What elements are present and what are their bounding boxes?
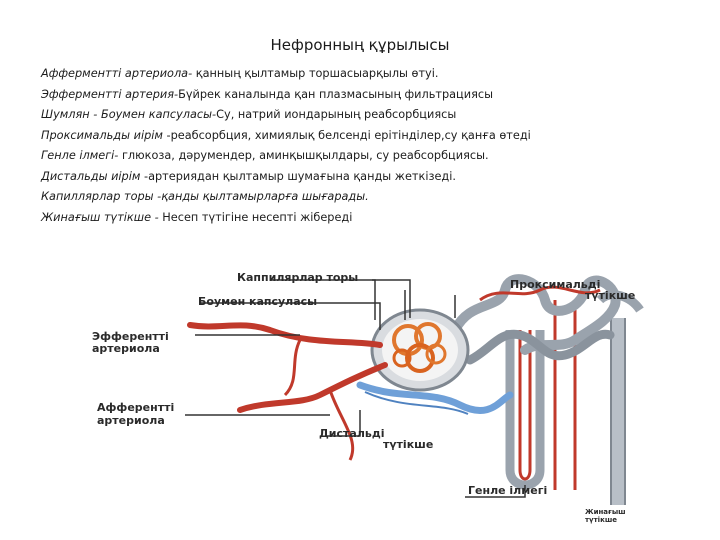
label-afferent-line2: артериола [97, 414, 165, 427]
definition-bowman-capsule: Шумлян - Боумен капсуласы-Су, натрий ион… [41, 105, 711, 126]
label-afferent-line1: Афферентті [97, 401, 174, 414]
slide-title: Нефронның құрылысы [270, 36, 450, 54]
term-label: Афферментті артериола- [41, 67, 193, 80]
term-label: Генле ілмегі- [41, 149, 119, 162]
distal-tubule-illustration [356, 381, 514, 415]
collecting-duct-illustration [596, 290, 644, 505]
label-collecting-line1: Жинағыш [585, 508, 626, 516]
definition-distal: Дистальды иірім -артериядан қылтамыр шум… [41, 167, 711, 188]
term-description: глюкоза, дәрумендер, аминқышқылдары, су … [118, 149, 489, 162]
leader-lines [185, 279, 526, 498]
label-proximal-line1: Проксимальді [510, 278, 600, 291]
definition-proximal: Проксимальды иірім -реабсорбция, химиялы… [41, 126, 711, 147]
efferent-arteriole-illustration [187, 322, 383, 397]
definition-list: Афферментті артериола- қанның қылтамыр т… [41, 64, 711, 228]
definition-capillary-net: Капиллярлар торы -қанды қылтамырларға шы… [41, 187, 711, 208]
afferent-arteriole-illustration [237, 362, 388, 461]
label-distal-line1: Дистальді [319, 427, 385, 440]
label-bowman-capsule: Боумен капсуласы [198, 295, 317, 308]
definition-efferent: Эфферментті артерия-Бүйрек каналында қан… [41, 85, 711, 106]
label-distal-line2: түтікше [383, 438, 433, 451]
henle-loop-illustration [505, 300, 577, 490]
label-collecting-line2: түтікше [585, 516, 617, 524]
term-description: Бүйрек каналында қан плазмасының фильтра… [178, 87, 494, 101]
definition-afferent: Афферментті артериола- қанның қылтамыр т… [41, 64, 711, 85]
term-label: Шумлян - Боумен капсуласы- [41, 108, 217, 121]
label-efferent-line1: Эфферентті [92, 330, 169, 343]
term-description: Несеп түтігіне несепті жібереді [158, 210, 353, 224]
term-description: Су, натрий иондарының реабсорбциясы [216, 108, 457, 121]
proximal-tubule-illustration [450, 274, 621, 365]
term-description: -реабсорбция, химиялық белсенді ерітінді… [162, 128, 531, 142]
term-description: қанның қылтамыр торшасыарқылы өтуі. [192, 67, 439, 80]
definition-henle: Генле ілмегі- глюкоза, дәрумендер, аминқ… [41, 146, 711, 167]
label-henle-loop: Генле ілмегі [468, 484, 547, 497]
term-label: Проксимальды иірім [41, 128, 163, 142]
definition-collecting-duct: Жинағыш түтікше - Несеп түтігіне несепті… [41, 208, 711, 229]
term-label: Эфферментті артерия- [41, 87, 179, 101]
term-label: Капиллярлар торы -қанды қылтамырларға шы… [41, 190, 369, 203]
glomerulus-illustration [392, 322, 447, 373]
label-proximal-line2: түтікше [585, 289, 635, 302]
label-capillary-net: Каппилярлар торы [237, 271, 358, 284]
term-label: Дистальды иірім [41, 169, 141, 183]
label-efferent-line2: артериола [92, 342, 160, 355]
term-description: -артериядан қылтамыр шумағына қанды жетк… [140, 169, 456, 183]
term-label: Жинағыш түтікше - [41, 210, 159, 224]
